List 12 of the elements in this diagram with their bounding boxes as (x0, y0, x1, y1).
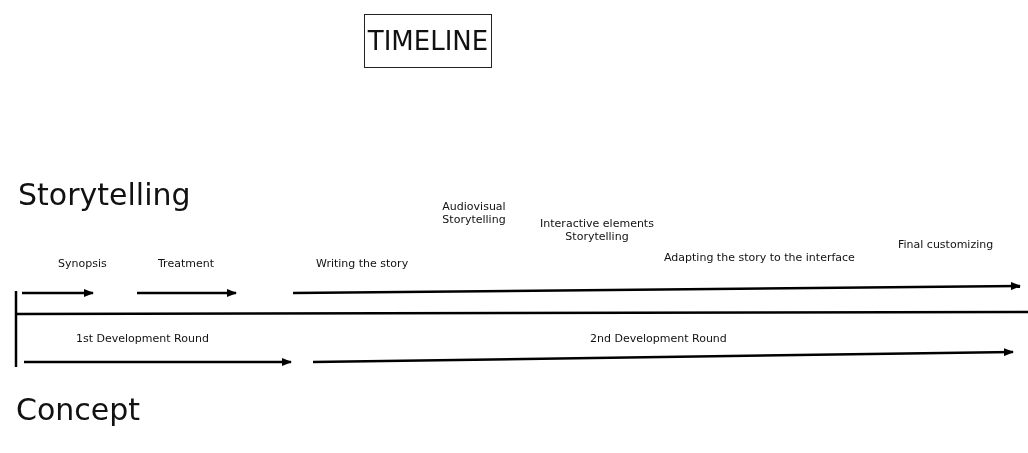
phase-label: Interactive elements Storytelling (539, 218, 655, 244)
phase-label: Writing the story (316, 258, 409, 271)
section-heading: Storytelling (18, 178, 191, 213)
round-label: 1st Development Round (76, 333, 209, 346)
phase-label: Audiovisual Storytelling (441, 201, 507, 227)
round-label: 2nd Development Round (590, 333, 727, 346)
phase-label: Final customizing (898, 239, 994, 252)
title: TIMELINE (364, 14, 492, 68)
phase-label: Adapting the story to the interface (664, 252, 855, 265)
phase-label: Synopsis (58, 258, 107, 271)
section-heading: Concept (16, 393, 141, 428)
phase-label: Treatment (158, 258, 214, 271)
